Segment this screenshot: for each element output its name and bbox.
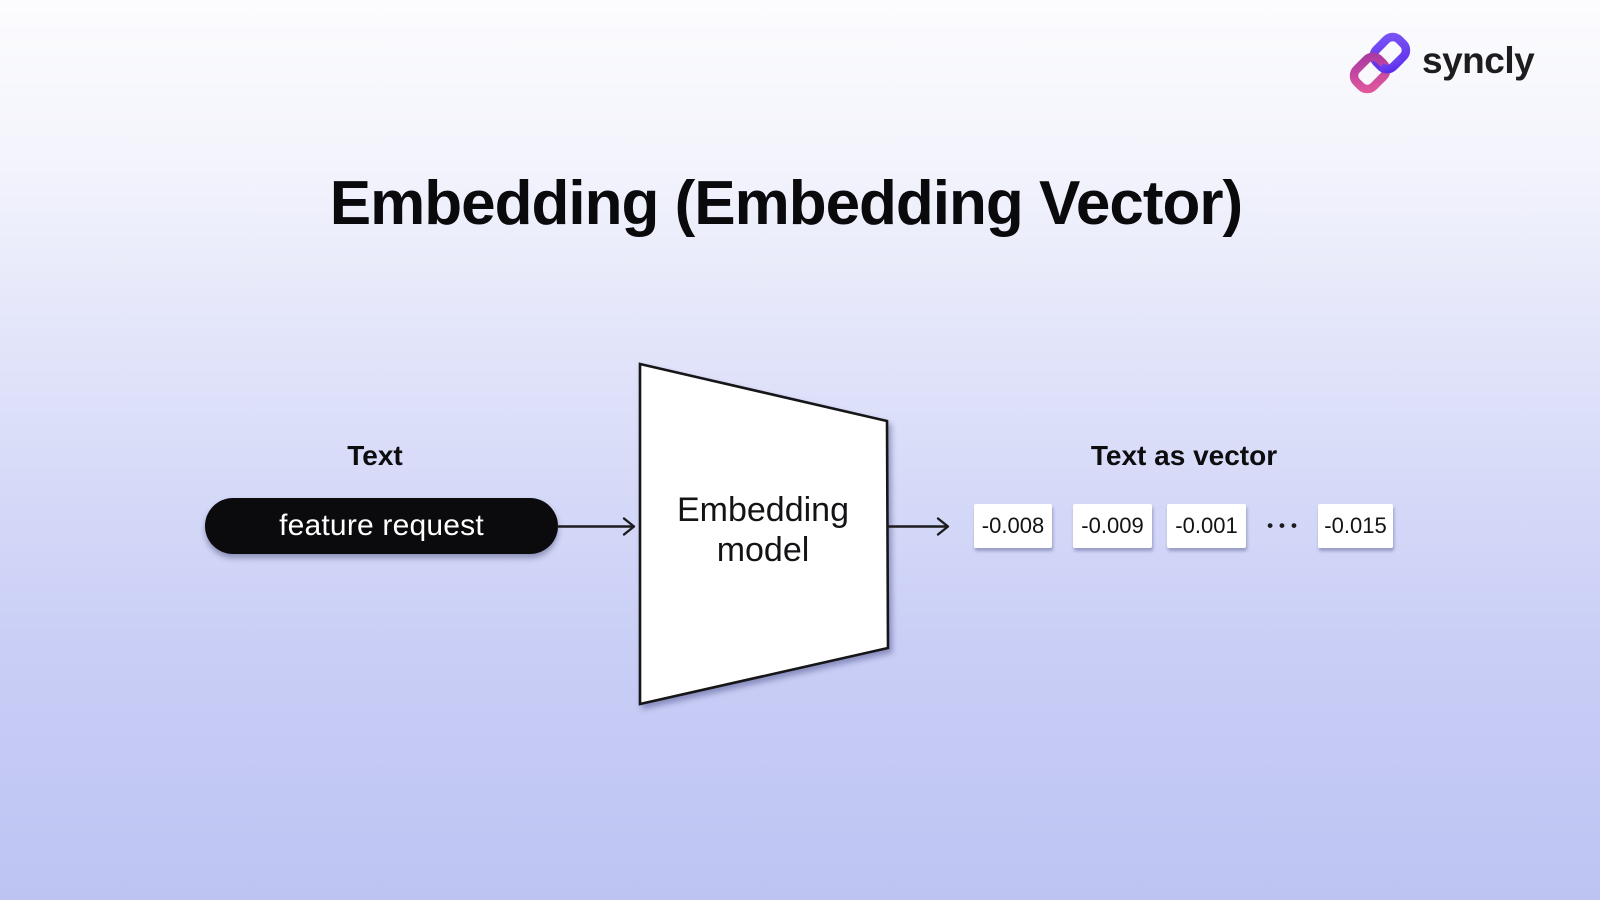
input-text-value: feature request bbox=[279, 509, 484, 542]
input-label: Text bbox=[347, 440, 403, 471]
brand-name: syncly bbox=[1422, 40, 1535, 81]
arrow-right-icon bbox=[886, 517, 950, 536]
input-text-pill: feature request bbox=[205, 498, 558, 554]
vector-value-box: -0.001 bbox=[1167, 504, 1246, 548]
vector-value-box: -0.015 bbox=[1318, 504, 1393, 548]
page-title: Embedding (Embedding Vector) bbox=[329, 169, 1243, 238]
embedding-model-shape bbox=[638, 362, 890, 706]
chain-links-icon bbox=[1349, 32, 1411, 94]
brand-logo: syncly bbox=[1348, 30, 1535, 96]
output-label: Text as vector bbox=[1090, 440, 1278, 471]
vector-value-box: -0.008 bbox=[974, 504, 1052, 548]
arrow-right-icon bbox=[556, 517, 636, 536]
embedding-model-label: Embedding model bbox=[676, 491, 849, 569]
vector-value-box: -0.009 bbox=[1073, 504, 1152, 548]
vector-ellipsis: ••• bbox=[1267, 516, 1303, 535]
